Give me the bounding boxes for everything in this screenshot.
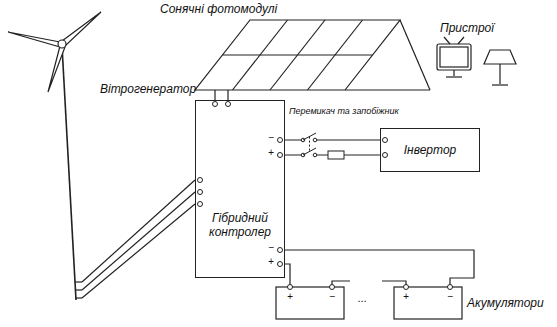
generator-wire	[75, 289, 82, 290]
switch-blade	[303, 133, 316, 140]
wire	[285, 139, 380, 140]
terminal	[278, 153, 283, 158]
turbine-blade	[48, 46, 65, 92]
wire	[285, 250, 474, 285]
panel-grid	[308, 20, 363, 90]
terminal	[198, 178, 203, 183]
inverter-box: Інвертор	[380, 128, 480, 172]
wire	[214, 90, 215, 100]
devices: Пристрої	[432, 40, 524, 88]
terminal	[198, 202, 203, 207]
generator-wire	[75, 281, 82, 282]
panel-grid	[270, 20, 325, 90]
battery-link	[382, 281, 406, 287]
wire	[227, 90, 228, 100]
turbine-hub	[58, 40, 66, 48]
wire-connector	[285, 250, 474, 285]
terminal	[226, 102, 231, 107]
wire	[82, 192, 195, 290]
terminal	[288, 285, 293, 290]
wire	[285, 264, 290, 285]
panel-grid	[233, 20, 288, 90]
wire	[82, 180, 195, 282]
tv-stand	[446, 76, 462, 77]
battery-symbol	[394, 287, 462, 319]
turbine-pole	[62, 46, 76, 300]
component-label: Пристрої	[440, 21, 532, 35]
generator-wire	[76, 297, 82, 298]
tv-icon	[437, 44, 471, 70]
switch-link	[309, 137, 310, 152]
terminal	[278, 262, 283, 267]
tv-screen	[440, 47, 468, 67]
terminal	[404, 285, 409, 290]
panel-support	[400, 20, 430, 90]
tv-antenna	[444, 37, 450, 44]
battery-bank: Акумулятори	[270, 285, 464, 321]
controller-box: Гібридний контролер	[195, 100, 285, 278]
wire-connector	[215, 90, 228, 100]
solar-panel	[195, 20, 400, 90]
switch-contact	[313, 138, 317, 142]
turbine-blade	[8, 32, 60, 47]
terminal	[213, 102, 218, 107]
lamp-stand	[499, 64, 500, 84]
tv-antenna	[458, 37, 464, 44]
battery-symbol	[276, 287, 344, 319]
terminal	[278, 138, 283, 143]
wind-generator: Вітрогенератор	[8, 8, 82, 303]
component-label: Акумулятори	[467, 296, 557, 310]
wire-connector	[82, 180, 195, 298]
fuse-symbol	[328, 151, 344, 159]
terminal	[383, 138, 388, 143]
switch-contact	[313, 153, 317, 157]
component-label: Гібридний контролер	[204, 211, 276, 240]
component-label: Інвертор	[404, 143, 457, 157]
lamp-shade	[484, 50, 516, 64]
solar-panels: Сонячні фотомодулі	[195, 20, 430, 90]
lamp-base	[492, 84, 508, 85]
turbine-blade	[62, 12, 101, 47]
terminal	[330, 285, 335, 290]
panel-support	[345, 89, 430, 90]
component-label: Вітрогенератор	[100, 82, 174, 96]
tv-stand	[453, 70, 454, 76]
component-label: Сонячні фотомодулі	[160, 2, 395, 16]
terminal	[383, 153, 388, 158]
terminal	[448, 285, 453, 290]
wire	[82, 204, 195, 298]
terminal	[278, 248, 283, 253]
terminal	[198, 190, 203, 195]
